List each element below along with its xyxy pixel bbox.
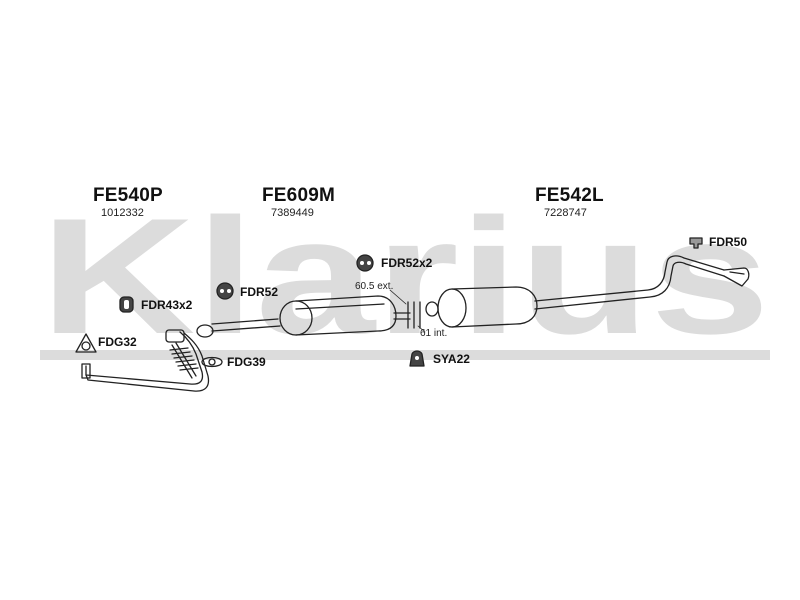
- fdr52x2-hanger-hole-right: [367, 261, 371, 265]
- mid-silencer-seam: [295, 303, 385, 310]
- mid-silencer-fe609m[interactable]: [196, 295, 411, 338]
- fdr52-hanger-hole-right: [227, 289, 231, 293]
- mid-pipe-inlet-flange: [196, 324, 214, 338]
- front-pipe-inlet-end: [81, 363, 91, 379]
- rear-pipe-inlet-flange: [425, 301, 439, 317]
- fitting-label-fdr52[interactable]: FDR52: [240, 285, 279, 299]
- fdr50-clamp-shape: [689, 237, 703, 249]
- rear-pipe-lower: [534, 261, 725, 310]
- rear-pipe-tailpipe: [723, 267, 750, 287]
- rear-pipe-upper: [534, 255, 725, 302]
- klarius-watermark: Klarius: [40, 210, 770, 360]
- part-code-fe540p[interactable]: FE540P: [93, 185, 163, 206]
- fitting-label-fdg39[interactable]: FDG39: [227, 355, 266, 369]
- watermark-text: Klarius: [40, 210, 770, 360]
- fdg32-gasket-outline: [75, 333, 97, 353]
- part-code-fe609m[interactable]: FE609M: [262, 185, 336, 206]
- fdr52x2-hanger-outer: [356, 254, 374, 272]
- front-pipe-tube-upper: [85, 331, 204, 385]
- part-number-fe540p: 1012332: [101, 207, 144, 219]
- dimension-ext-leader: [389, 289, 407, 305]
- fdg39-gasket-outline: [201, 356, 223, 368]
- mid-pipe-inlet-upper: [211, 318, 279, 325]
- mid-silencer-front-end: [279, 300, 313, 336]
- fdr52-hanger-outer: [216, 282, 234, 300]
- gasket-icon[interactable]: [201, 356, 223, 368]
- fitting-label-sya22[interactable]: SYA22: [433, 352, 470, 366]
- front-pipe-flange: [165, 329, 185, 343]
- rear-silencer-fe542l[interactable]: [425, 255, 750, 328]
- mid-pipe-inlet-lower: [211, 325, 281, 332]
- part-code-fe542l[interactable]: FE542L: [535, 185, 604, 206]
- dimension-int-leader: [417, 325, 426, 333]
- fdg32-gasket-hole: [81, 341, 91, 351]
- mid-silencer-body: [295, 295, 397, 336]
- sya22-hanger-hole: [415, 356, 419, 360]
- dimension-ext-label: 60.5 ext.: [355, 281, 394, 292]
- front-pipe-flex-section: [169, 342, 199, 379]
- pipe-joint: [389, 289, 426, 333]
- rear-silencer-body: [451, 286, 538, 328]
- rubber-hanger-icon[interactable]: [119, 296, 134, 313]
- fitting-label-fdr50[interactable]: FDR50: [709, 235, 748, 249]
- front-pipe-tube-lower: [85, 332, 210, 392]
- clamp-icon[interactable]: [689, 237, 703, 249]
- fdr43x2-hanger-slot: [124, 300, 129, 309]
- dimension-int-label: 61 int.: [420, 328, 448, 339]
- fitting-label-fdg32[interactable]: FDG32: [98, 335, 137, 349]
- part-number-fe542l: 7228747: [544, 207, 587, 219]
- front-pipe-fe540p[interactable]: [81, 329, 210, 392]
- rubber-hanger-icon[interactable]: [356, 254, 374, 272]
- part-number-fe609m: 7389449: [271, 207, 314, 219]
- fdr52x2-hanger-hole-left: [360, 261, 364, 265]
- gasket-icon[interactable]: [75, 333, 97, 353]
- watermark-underline: [40, 350, 770, 360]
- rear-silencer-front-end: [437, 288, 467, 328]
- fdg39-gasket-hole: [208, 358, 216, 366]
- rubber-hanger-icon[interactable]: [216, 282, 234, 300]
- rubber-hanger-icon[interactable]: [409, 350, 425, 367]
- fdr52-hanger-hole-left: [220, 289, 224, 293]
- fitting-label-fdr43x2[interactable]: FDR43x2: [141, 298, 193, 312]
- fitting-label-fdr52x2[interactable]: FDR52x2: [381, 256, 433, 270]
